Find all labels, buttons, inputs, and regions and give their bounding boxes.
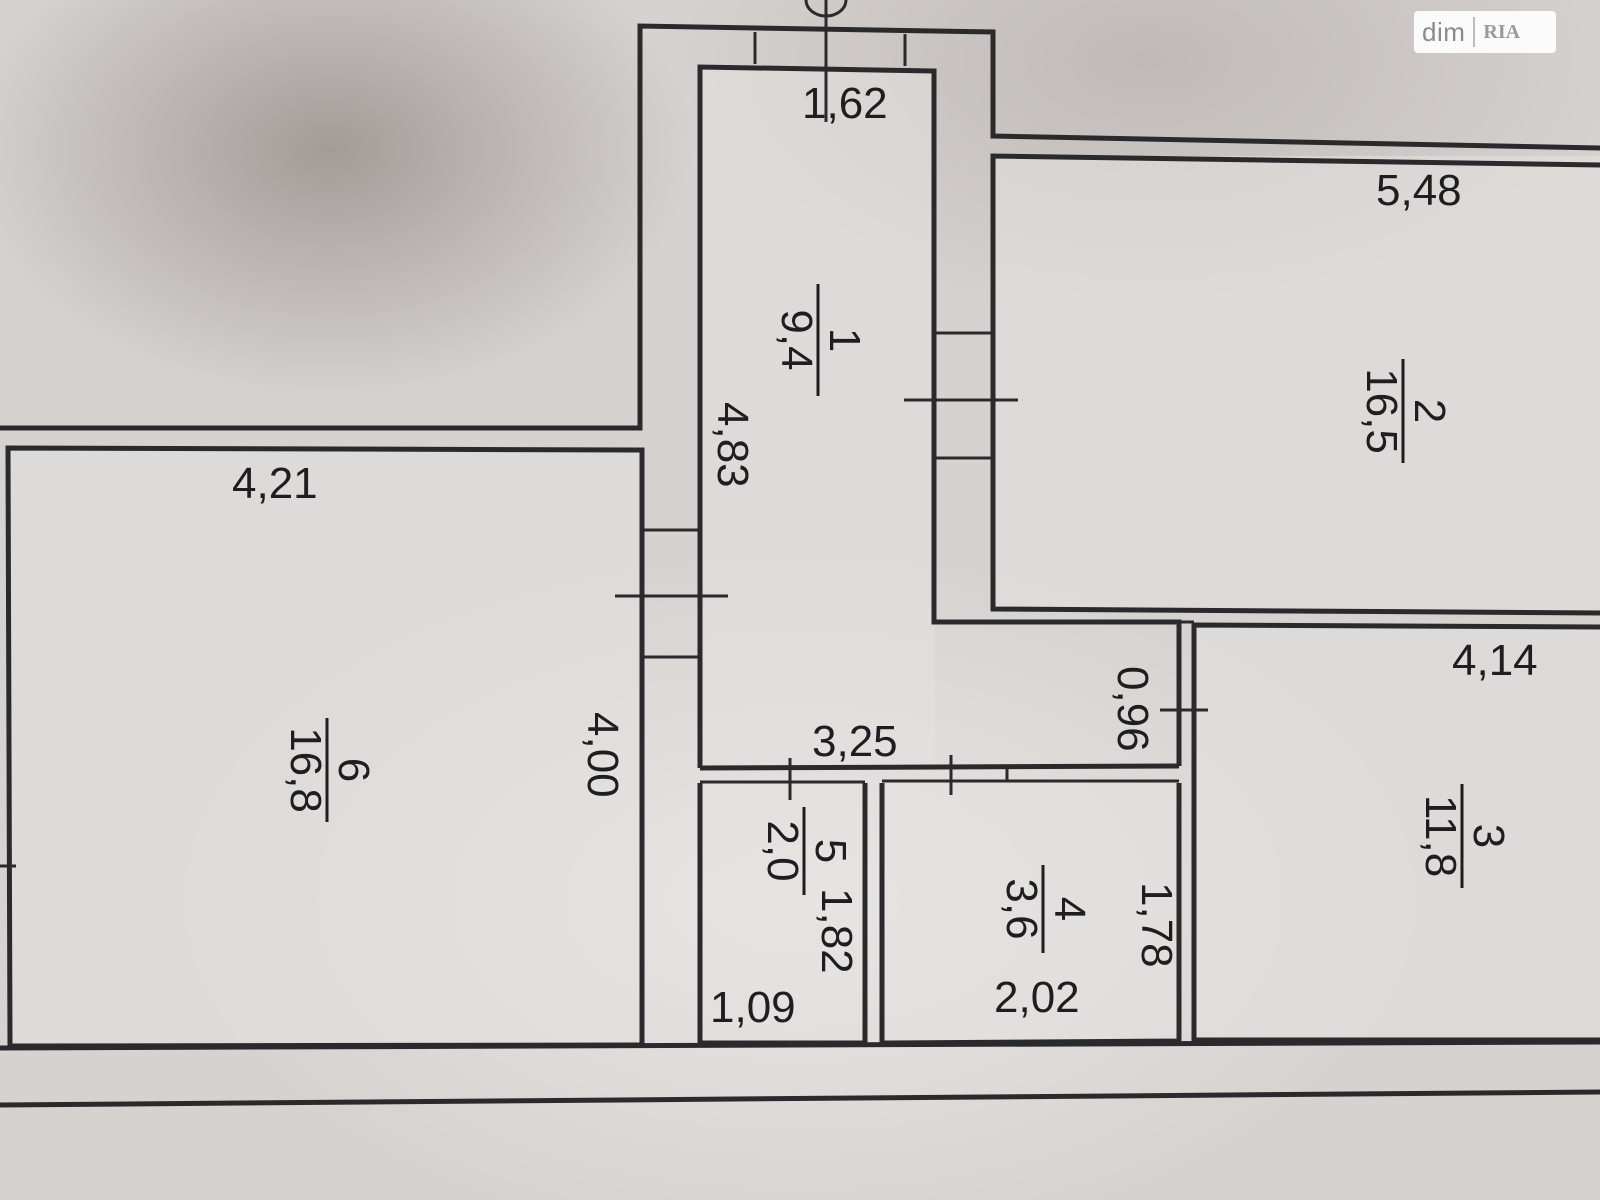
watermark-brand: dim bbox=[1422, 16, 1466, 47]
room-2-number: 2 bbox=[1405, 399, 1454, 423]
room-3-number: 3 bbox=[1464, 824, 1513, 848]
room-1-walls bbox=[697, 0, 1182, 784]
room-1-area: 9,4 bbox=[772, 309, 821, 370]
watermark-logo: RIA bbox=[1483, 20, 1521, 43]
dim-1-78: 1,78 bbox=[1132, 882, 1181, 968]
room-2-walls bbox=[904, 153, 1600, 616]
room-4-area: 3,6 bbox=[997, 878, 1046, 939]
room-3-area: 11,8 bbox=[1416, 795, 1465, 877]
dim-4-00: 4,00 bbox=[578, 712, 627, 798]
dim-3-25: 3,25 bbox=[812, 717, 898, 766]
dimension-labels: 1,62 5,48 4,21 4,14 3,25 1,09 2,02 4,83 … bbox=[232, 79, 1538, 1032]
room-5-area: 2,0 bbox=[758, 820, 807, 881]
room-3-fill bbox=[1194, 625, 1600, 1040]
dim-4-14: 4,14 bbox=[1452, 636, 1538, 685]
watermark-divider bbox=[1473, 17, 1476, 47]
room-2-area: 16,5 bbox=[1357, 368, 1406, 454]
room-2-label: 2 16,5 bbox=[1357, 359, 1454, 463]
room-2-fill bbox=[995, 156, 1600, 610]
room-6-label: 6 16,8 bbox=[281, 718, 378, 822]
room-5-number: 5 bbox=[806, 839, 855, 863]
room-6-number: 6 bbox=[329, 758, 378, 782]
room-6-area: 16,8 bbox=[281, 727, 330, 813]
dim-1-62: 1,62 bbox=[802, 79, 888, 128]
dim-0-96: 0,96 bbox=[1108, 666, 1157, 752]
room-1-number: 1 bbox=[820, 328, 869, 352]
room-5-label: 5 2,0 bbox=[758, 807, 855, 895]
room-1-fill bbox=[700, 68, 935, 768]
room-3-walls bbox=[1160, 622, 1600, 1043]
room-4-fill bbox=[882, 783, 1179, 1041]
dim-4-83: 4,83 bbox=[708, 402, 757, 488]
dim-1-82: 1,82 bbox=[812, 888, 861, 974]
room-1-label: 1 9,4 bbox=[772, 284, 869, 396]
room-5-fill bbox=[700, 783, 865, 1043]
room-4-walls bbox=[879, 620, 1194, 1046]
room-4-label: 4 3,6 bbox=[997, 865, 1094, 953]
dim-4-21: 4,21 bbox=[232, 459, 318, 508]
dim-2-02: 2,02 bbox=[994, 973, 1080, 1022]
dim-1-09: 1,09 bbox=[710, 983, 796, 1032]
room-3-label: 3 11,8 bbox=[1416, 784, 1513, 888]
dim-5-48: 5,48 bbox=[1376, 166, 1462, 215]
room-5-walls bbox=[697, 758, 868, 1046]
room-6-walls bbox=[0, 445, 728, 1049]
room-4-number: 4 bbox=[1045, 897, 1094, 921]
dimria-watermark: dim RIA bbox=[1414, 11, 1556, 53]
